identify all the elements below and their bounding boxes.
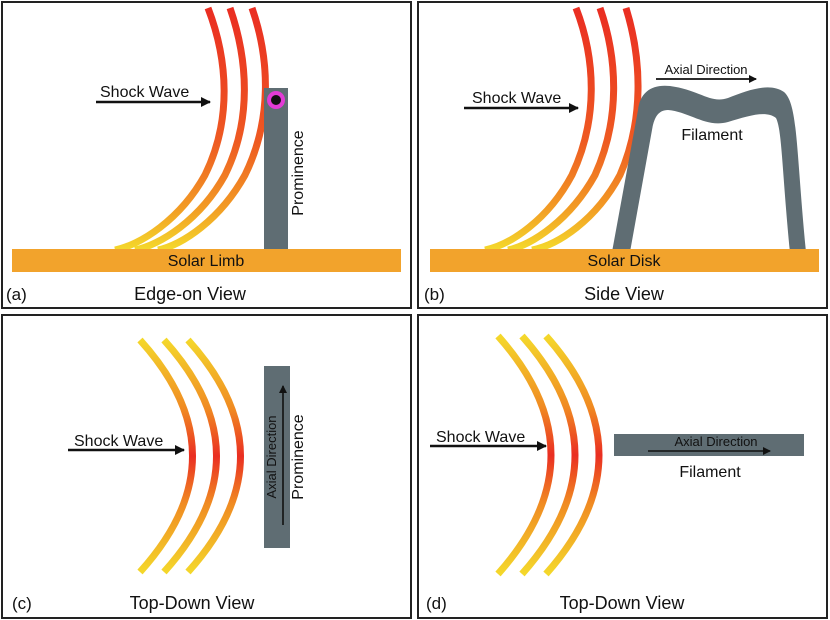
prominence-bar: [264, 366, 290, 548]
axial-direction-label: Axial Direction: [264, 415, 279, 498]
shock-wave-label: Shock Wave: [472, 90, 561, 107]
panel-a-title: Edge-on View: [134, 284, 247, 304]
panel-d-frame: [417, 314, 828, 619]
solar-disk-slab: [430, 249, 819, 272]
panel-b-tag: (b): [424, 285, 445, 304]
panel-c-tag: (c): [12, 594, 32, 613]
panel-b: Filament Axial Direction Shock Wave Sola…: [417, 1, 828, 309]
shock-front-arc-1: [114, 6, 228, 254]
shock-front-arc-1: [495, 333, 555, 577]
panel-a-tag: (a): [6, 285, 27, 304]
shock-wave-label: Shock Wave: [436, 429, 525, 446]
panel-d-shock-front: [495, 333, 603, 577]
panel-c: Axial Direction Prominence Shock Wave (c…: [1, 314, 412, 619]
panel-b-title: Side View: [584, 284, 665, 304]
solar-limb-label: Solar Limb: [168, 253, 245, 270]
shock-front-arc-2: [519, 333, 579, 577]
axial-direction-label: Axial Direction: [674, 434, 757, 449]
shock-front-arc-3: [531, 6, 642, 254]
panel-a: Prominence Shock Wave Solar Limb (a) Edg…: [1, 1, 412, 309]
prominence-label: Prominence: [290, 130, 307, 215]
shock-front-arc-2: [507, 6, 618, 254]
shock-wave-label: Shock Wave: [100, 84, 189, 101]
panel-b-shock-front: [484, 6, 642, 254]
shock-wave-label: Shock Wave: [74, 433, 163, 450]
shock-front-arc-3: [185, 337, 244, 575]
shock-front-arc-3: [543, 333, 603, 577]
filament-arch: [612, 85, 806, 252]
shock-front-arc-1: [137, 337, 196, 575]
shock-front-arc-2: [161, 337, 220, 575]
prominence-label: Prominence: [290, 414, 307, 499]
panel-d-tag: (d): [426, 594, 447, 613]
shock-front-arc-2: [134, 6, 248, 254]
panel-d-title: Top-Down View: [560, 593, 686, 613]
panel-c-title: Top-Down View: [130, 593, 256, 613]
filament-label: Filament: [681, 127, 743, 144]
filament-label: Filament: [679, 464, 741, 481]
panel-c-shock-front: [137, 337, 244, 575]
solar-disk-label: Solar Disk: [588, 253, 662, 270]
solar-limb-slab: [12, 249, 401, 272]
panel-a-shock-front: [114, 6, 269, 254]
prominence-bar: [264, 88, 288, 252]
shock-front-arc-1: [484, 6, 595, 254]
panel-d: Axial Direction Filament Shock Wave (d) …: [417, 314, 828, 619]
axial-direction-label: Axial Direction: [664, 62, 747, 77]
shock-front-arc-3: [157, 6, 269, 254]
out-of-page-field-icon: [267, 91, 285, 109]
